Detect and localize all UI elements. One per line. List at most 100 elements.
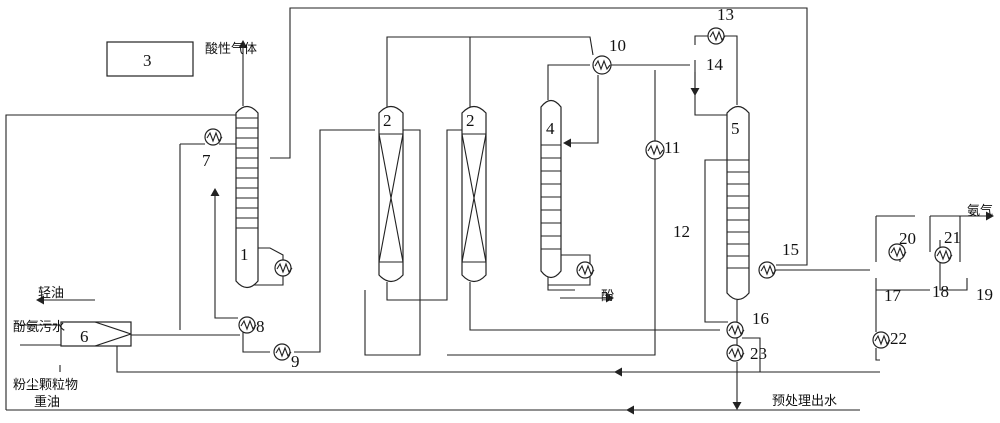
unit-11-label: 11	[664, 138, 680, 157]
unit-14-label: 14	[706, 55, 724, 74]
exchanger-21	[934, 246, 953, 264]
tower-2-overhead	[386, 36, 471, 108]
unit-10-label: 10	[609, 36, 626, 55]
unit-8-label: 8	[256, 317, 265, 336]
exchanger-coil	[578, 264, 595, 276]
exchanger-shell	[872, 331, 890, 349]
exchanger-10	[592, 55, 612, 75]
exchanger-13	[707, 27, 726, 45]
pipe	[214, 195, 238, 319]
to-tower-2a	[294, 129, 375, 353]
exchanger-15	[758, 261, 777, 279]
pipe	[694, 35, 708, 45]
exchanger-shell	[576, 261, 594, 279]
packing-cross	[378, 133, 404, 263]
column-4-overhead	[547, 64, 590, 100]
flow-arrow	[690, 88, 700, 96]
unit-16-label: 16	[752, 309, 769, 328]
unit-3-label: 3	[143, 51, 152, 70]
exchanger-22	[872, 331, 891, 349]
line-to-11	[447, 70, 656, 356]
flow-arrow	[563, 138, 571, 148]
unit-4-label: 4	[546, 119, 555, 138]
exchanger-coil	[709, 30, 726, 42]
exchanger-23	[726, 344, 745, 362]
flow-arrow	[210, 188, 220, 196]
label-acid-gas: 酸性气体	[205, 41, 257, 56]
flow-arrow	[614, 367, 622, 377]
unit-20-label: 20	[899, 229, 916, 248]
exchanger-coil	[240, 319, 257, 331]
flow-arrow	[732, 402, 742, 410]
tower-2b-bottoms	[469, 282, 720, 331]
column-1-bottoms	[242, 325, 270, 353]
column-5	[726, 105, 750, 301]
column-shell	[235, 105, 259, 289]
flow-arrow	[626, 405, 634, 415]
unit-6-divider	[94, 321, 132, 335]
exchanger-shell	[204, 128, 222, 146]
exchanger-8	[238, 316, 257, 334]
flow-arrow	[36, 295, 44, 305]
reboiler-1	[274, 259, 293, 277]
equipment	[60, 27, 953, 362]
unit-19-label: 19	[976, 285, 993, 304]
unit-6-label: 6	[80, 327, 89, 346]
label-heavy-oil: 重油	[34, 394, 60, 409]
exchanger-shell	[273, 343, 291, 361]
pipe	[470, 36, 594, 56]
pipe	[724, 35, 738, 105]
recycle-to-column-1	[5, 114, 240, 410]
unit-23-label: 23	[750, 344, 767, 363]
flow-arrow	[986, 211, 994, 221]
label-effluent: 预处理出水	[772, 393, 837, 408]
label-light-oil: 轻油	[38, 285, 64, 300]
label-phenol: 酚	[601, 288, 614, 303]
exchanger-coil	[760, 264, 777, 276]
exchanger-coil	[936, 249, 953, 261]
exchanger-20	[888, 243, 907, 261]
pipe	[92, 337, 761, 373]
exchanger-coil	[728, 347, 745, 359]
reboiler-4	[576, 261, 595, 279]
exchanger-shell	[707, 27, 725, 45]
unit-9-label: 9	[291, 352, 300, 371]
exchanger-7	[204, 128, 223, 146]
tower-shell	[378, 105, 404, 283]
flow-arrow	[238, 40, 248, 48]
unit-7-label: 7	[202, 151, 211, 170]
column-1	[235, 105, 259, 289]
pipe	[875, 348, 880, 361]
exchanger-coil	[206, 131, 223, 143]
label-ammonia: 氨气	[967, 203, 993, 218]
column-shell	[726, 105, 750, 301]
reboiler-1-loop	[243, 247, 284, 286]
unit-2a-label: 2	[383, 111, 392, 130]
exchanger-shell	[888, 243, 906, 261]
exchanger-coil	[275, 346, 292, 358]
tower-shell	[461, 105, 487, 283]
exchanger-coil	[728, 324, 745, 336]
label-wastewater: 酚氨污水	[13, 319, 65, 334]
pipes	[5, 7, 990, 411]
flow-arrows	[36, 40, 994, 415]
unit-21-label: 21	[944, 228, 961, 247]
exchanger-9	[273, 343, 292, 361]
exchanger-shell	[274, 259, 292, 277]
column-4	[540, 99, 562, 279]
flow-arrow	[606, 293, 614, 303]
unit-6-box	[60, 321, 132, 347]
exchanger-coil	[647, 144, 664, 156]
pipe	[939, 255, 968, 291]
pipe	[704, 159, 740, 323]
unit-22-label: 22	[890, 329, 907, 348]
exchanger-shell	[758, 261, 776, 279]
tower-2-link	[364, 129, 421, 356]
unit-3-box	[106, 41, 194, 77]
unit-15-label: 15	[782, 240, 799, 259]
unit-17-label: 17	[884, 286, 902, 305]
exchanger-16	[726, 321, 745, 339]
exchanger-shell	[238, 316, 256, 334]
